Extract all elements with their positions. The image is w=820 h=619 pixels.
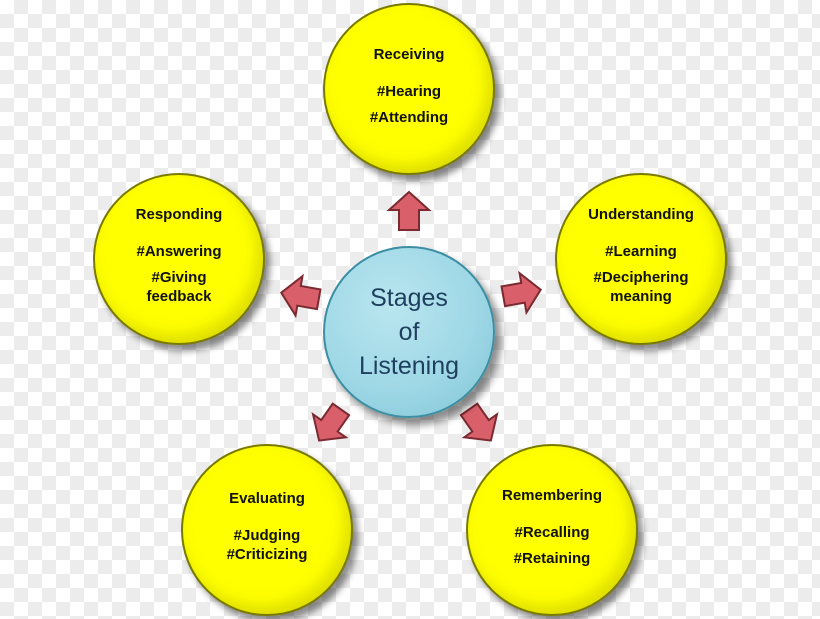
stage-item: #Learning [605,243,677,260]
stage-responding: Responding #Answering #Giving feedback [93,173,265,345]
stage-remembering: Remembering #Recalling #Retaining [466,444,638,616]
stage-item: #Giving feedback [146,269,212,305]
stage-title: Responding [135,206,223,223]
arrow-to-understanding-icon [500,270,543,316]
stage-title: Remembering [501,486,603,504]
stage-item: #Retaining [513,549,591,567]
stage-item: #Answering [136,243,222,260]
arrow-to-remembering-icon [459,402,499,442]
stage-item: #Hearing [376,82,442,100]
stage-evaluating: Evaluating #Judging #Criticizing [181,444,353,616]
stage-title: Receiving [373,45,445,63]
arrow-to-evaluating-icon [311,402,351,442]
stage-title: Understanding [588,206,694,223]
center-line-2: of [398,318,420,346]
stage-item: #Recalling [514,523,590,541]
stage-item: #Judging #Criticizing [226,527,308,563]
arrow-to-receiving-icon [386,190,432,231]
stage-item: #Deciphering meaning [593,269,689,305]
arrow-to-responding-icon [279,273,322,319]
center-circle: Stages of Listening [323,246,495,418]
stage-receiving: Receiving #Hearing #Attending [323,3,495,175]
stage-title: Evaluating [229,490,305,507]
stage-understanding: Understanding #Learning #Deciphering mea… [555,173,727,345]
center-line-3: Listening [358,352,460,380]
center-line-1: Stages [370,284,448,312]
stage-item: #Attending [369,108,449,126]
